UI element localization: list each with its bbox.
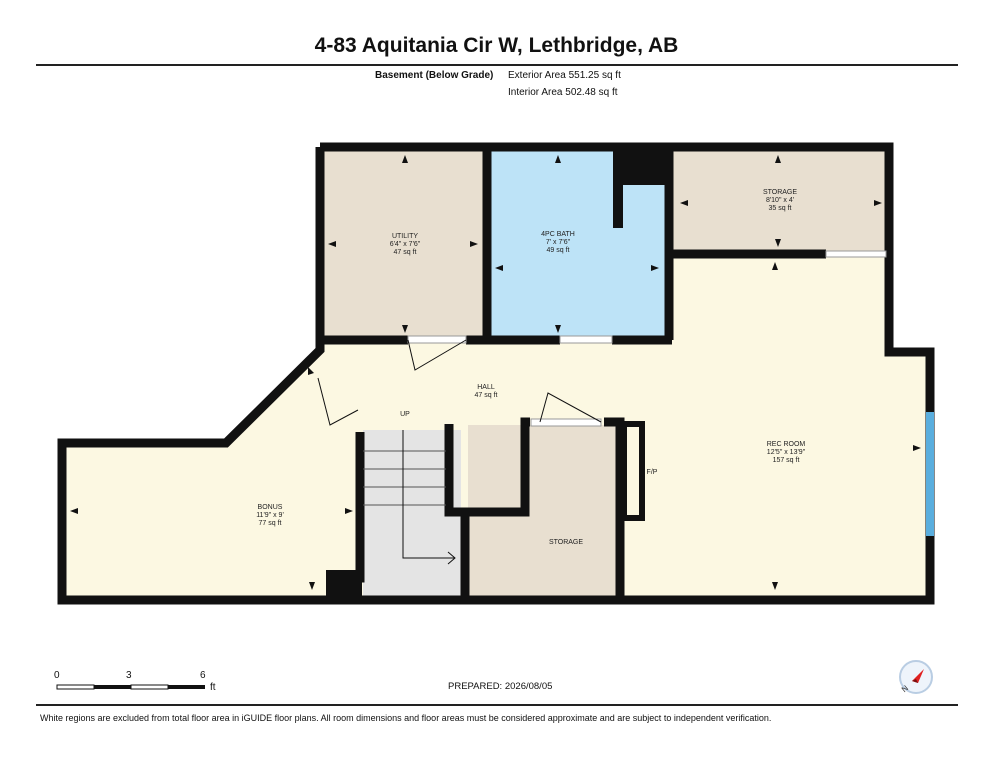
scale-segment-black (94, 685, 131, 689)
arrow-utility-left (328, 241, 336, 247)
arrow-storage-top-top (775, 155, 781, 163)
rec-room-name: REC ROOM (767, 441, 806, 448)
scale-bar (56, 684, 205, 690)
arrow-bonus-top (308, 367, 314, 375)
arrow-bath-top (555, 155, 561, 163)
bath-area: 49 sq ft (547, 247, 570, 254)
rec-room-dims: 12'5" x 13'9" (767, 449, 806, 456)
fireplace (621, 421, 645, 521)
utility-dims: 6'4" x 7'6" (390, 241, 421, 248)
storage-top-name: STORAGE (763, 189, 797, 196)
arrow-rec-bottom (772, 582, 778, 590)
bath-dims: 7' x 7'6" (546, 239, 571, 246)
storage-top-dims: 8'10" x 4' (766, 197, 794, 204)
level-name: Basement (Below Grade) (375, 70, 494, 81)
bonus-area: 77 sq ft (259, 520, 282, 527)
wall-storage-bottom (465, 417, 530, 517)
storage-top-area: 35 sq ft (769, 205, 792, 212)
arrow-utility-bottom (402, 325, 408, 333)
arrow-storage-top-right (874, 200, 882, 206)
bath-shaft-stem (613, 180, 623, 228)
exterior-area: Exterior Area 551.25 sq ft (508, 70, 621, 81)
storage-bottom-name: STORAGE (549, 539, 583, 546)
room-labels: UTILITY 6'4" x 7'6" 47 sq ft 4PC BATH 7'… (256, 189, 806, 546)
prepared-date: PREPARED: 2026/08/05 (448, 681, 553, 692)
compass-north-letter: N (900, 683, 910, 694)
title-divider (36, 64, 958, 66)
scale-mark-0: 0 (54, 670, 60, 681)
dimension-arrows (70, 155, 921, 590)
arrow-storage-top-bottom (775, 239, 781, 247)
arrow-bath-right (651, 265, 659, 271)
stair-corner-block (326, 570, 362, 600)
stair-treads (363, 450, 446, 506)
wall-stairs-right (444, 424, 470, 598)
hall-area: 47 sq ft (475, 392, 498, 399)
window-rec-room (926, 412, 934, 536)
arrow-rec-top (772, 262, 778, 270)
arrow-rec-right (913, 445, 921, 451)
utility-name: UTILITY (392, 233, 418, 240)
door-swings (317, 339, 602, 426)
stairs-up-label: UP (400, 411, 410, 418)
compass-icon: N (898, 659, 934, 695)
bath-shaft (613, 147, 669, 185)
arrow-bonus-left (70, 508, 78, 514)
swing-storage (539, 392, 602, 423)
scale-segment-black (168, 685, 205, 689)
arrow-storage-top-left (680, 200, 688, 206)
wall-storage-bottom-right (604, 417, 625, 598)
utility-area: 47 sq ft (394, 249, 417, 256)
stair-direction-arrow (402, 430, 455, 559)
storage-top-fill (672, 147, 889, 253)
arrow-bonus-bottom (309, 582, 315, 590)
bonus-name: BONUS (258, 504, 283, 511)
hall-name: HALL (477, 384, 495, 391)
swing-utility (407, 339, 467, 371)
utility-fill (320, 147, 485, 340)
arrow-utility-right (470, 241, 478, 247)
arrow-bath-bottom (555, 325, 561, 333)
door-bath (559, 335, 613, 344)
scale-segment-white (56, 684, 95, 690)
door-storage-top (825, 250, 887, 258)
doors (407, 250, 887, 427)
fireplace-label: F/P (647, 469, 658, 476)
arrow-bonus-right (345, 508, 353, 514)
disclaimer-text: White regions are excluded from total fl… (40, 713, 772, 723)
interior-area: Interior Area 502.48 sq ft (508, 87, 618, 98)
arrow-bath-left (495, 265, 503, 271)
rec-room-area: 157 sq ft (773, 457, 800, 464)
stair-arrow-head (447, 551, 456, 565)
swing-bonus (317, 377, 359, 426)
scale-segment-white (130, 684, 169, 690)
arrow-utility-top (402, 155, 408, 163)
door-utility (407, 335, 467, 344)
footer-divider (36, 704, 958, 706)
outer-wall (57, 142, 935, 605)
scale-mark-3: 3 (126, 670, 132, 681)
door-storage-bottom (530, 418, 602, 427)
room-fills (62, 147, 930, 600)
scale-unit: ft (210, 682, 216, 693)
scale-mark-6: 6 (200, 670, 206, 681)
bonus-dims: 11'9" x 9' (256, 512, 284, 519)
plan-title: 4-83 Aquitania Cir W, Lethbridge, AB (314, 34, 679, 57)
bath-name: 4PC BATH (541, 231, 575, 238)
